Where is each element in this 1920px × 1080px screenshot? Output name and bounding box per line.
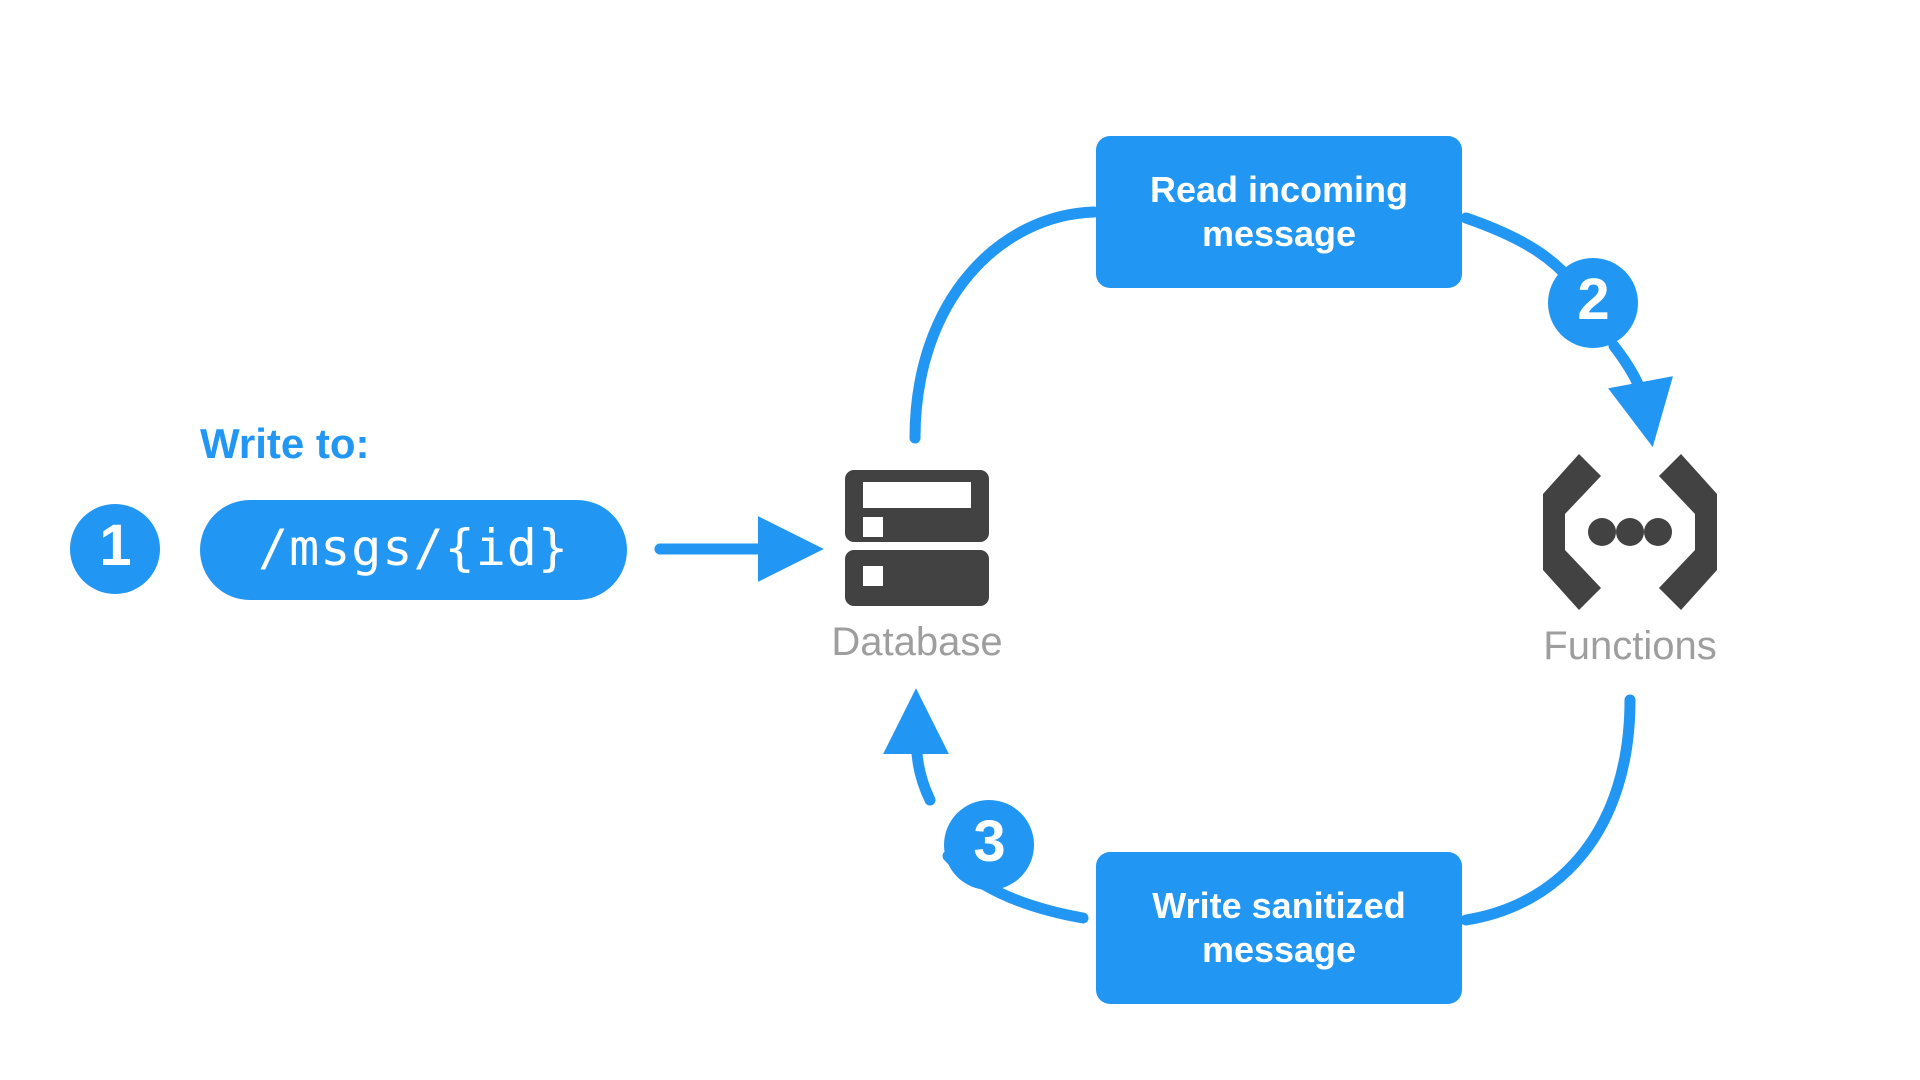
functions-braces-icon: [1543, 454, 1717, 610]
database-icon: [845, 470, 989, 606]
node-database[interactable]: Database: [822, 468, 1012, 665]
write-to-caption: Write to:: [200, 420, 370, 467]
box-read-incoming-message[interactable]: Read incoming message: [1096, 136, 1462, 288]
step-badge-2: 2: [1548, 258, 1638, 348]
step-badge-3: 3: [944, 800, 1034, 890]
box-read-text: Read incoming message: [1150, 168, 1408, 256]
box-write-line1: Write sanitized: [1152, 885, 1406, 927]
step-badge-2-number: 2: [1577, 267, 1609, 332]
step-badge-1: 1: [70, 504, 160, 594]
path-pill[interactable]: /msgs/{id}: [200, 500, 627, 600]
connector-read-to-functions-arrow: [1608, 340, 1673, 448]
database-label: Database: [831, 620, 1003, 664]
functions-label: Functions: [1543, 624, 1717, 668]
path-pill-text: /msgs/{id}: [257, 519, 570, 577]
node-functions[interactable]: Functions: [1520, 452, 1740, 669]
connector-functions-to-write: [1460, 694, 1636, 926]
box-read-line1: Read incoming: [1149, 169, 1409, 211]
box-write-text: Write sanitized message: [1152, 884, 1405, 972]
box-write-sanitized-message[interactable]: Write sanitized message: [1096, 852, 1462, 1004]
connector-database-to-read: [909, 206, 1100, 444]
box-write-line2: message: [1201, 929, 1357, 970]
box-read-line2: message: [1201, 213, 1357, 254]
step-badge-3-number: 3: [973, 809, 1005, 874]
connector-write-to-database-arrow: [883, 688, 950, 806]
step-badge-1-number: 1: [99, 513, 131, 578]
